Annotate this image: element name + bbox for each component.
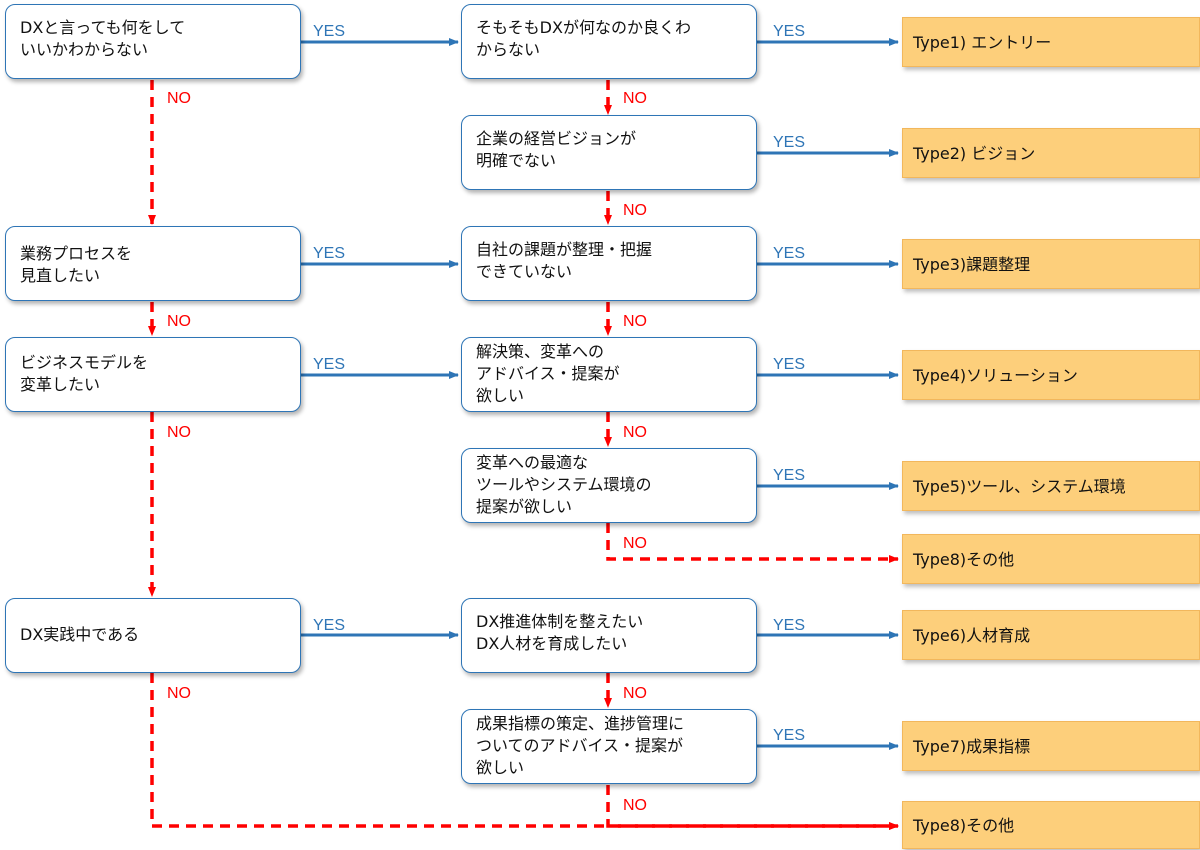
result-type6: Type6)人材育成 — [902, 610, 1200, 660]
no-arrow — [606, 785, 899, 830]
result-type5: Type5)ツール、システム環境 — [902, 461, 1200, 511]
yes-label: YES — [313, 617, 346, 634]
yes-label: YES — [773, 617, 806, 634]
question-box-business-model: ビジネスモデルを 変革したい — [5, 337, 301, 412]
question-box-hr: DX推進体制を整えたい DX人材を育成したい — [461, 598, 757, 673]
result-type3: Type3)課題整理 — [902, 239, 1200, 289]
no-label: NO — [623, 535, 647, 552]
question-box-issues: 自社の課題が整理・把握 できていない — [461, 226, 757, 301]
no-label: NO — [623, 685, 647, 702]
no-label: NO — [623, 797, 647, 814]
no-label: NO — [167, 424, 191, 441]
no-label: NO — [623, 202, 647, 219]
question-box-what-is-dx: そもそもDXが何なのか良くわ からない — [461, 4, 757, 79]
no-arrow — [150, 673, 899, 830]
no-label: NO — [623, 313, 647, 330]
result-type2: Type2) ビジョン — [902, 128, 1200, 178]
question-box-dx-practicing: DX実践中である — [5, 598, 301, 673]
no-arrow — [606, 523, 899, 563]
yes-label: YES — [313, 245, 346, 262]
yes-label: YES — [773, 356, 806, 373]
result-type8-lower: Type8)その他 — [902, 801, 1200, 849]
yes-label: YES — [313, 356, 346, 373]
no-label: NO — [167, 313, 191, 330]
yes-label: YES — [773, 134, 806, 151]
question-box-vision: 企業の経営ビジョンが 明確でない — [461, 115, 757, 190]
question-box-kpi: 成果指標の策定、進捗管理に ついてのアドバイス・提案が 欲しい — [461, 709, 757, 784]
no-label: NO — [623, 90, 647, 107]
question-box-dx-unclear: DXと言っても何をして いいかわからない — [5, 4, 301, 79]
no-label: NO — [623, 424, 647, 441]
question-box-business-process: 業務プロセスを 見直したい — [5, 226, 301, 301]
yes-label: YES — [773, 467, 806, 484]
yes-label: YES — [773, 245, 806, 262]
no-label: NO — [167, 685, 191, 702]
result-type8-upper: Type8)その他 — [902, 534, 1200, 584]
yes-label: YES — [773, 727, 806, 744]
result-type7: Type7)成果指標 — [902, 721, 1200, 771]
yes-label: YES — [773, 23, 806, 40]
no-label: NO — [167, 90, 191, 107]
question-box-tools: 変革への最適な ツールやシステム環境の 提案が欲しい — [461, 448, 757, 523]
result-type1: Type1) エントリー — [902, 17, 1200, 67]
question-box-solution: 解決策、変革への アドバイス・提案が 欲しい — [461, 337, 757, 412]
yes-label: YES — [313, 23, 346, 40]
result-type4: Type4)ソリューション — [902, 350, 1200, 400]
